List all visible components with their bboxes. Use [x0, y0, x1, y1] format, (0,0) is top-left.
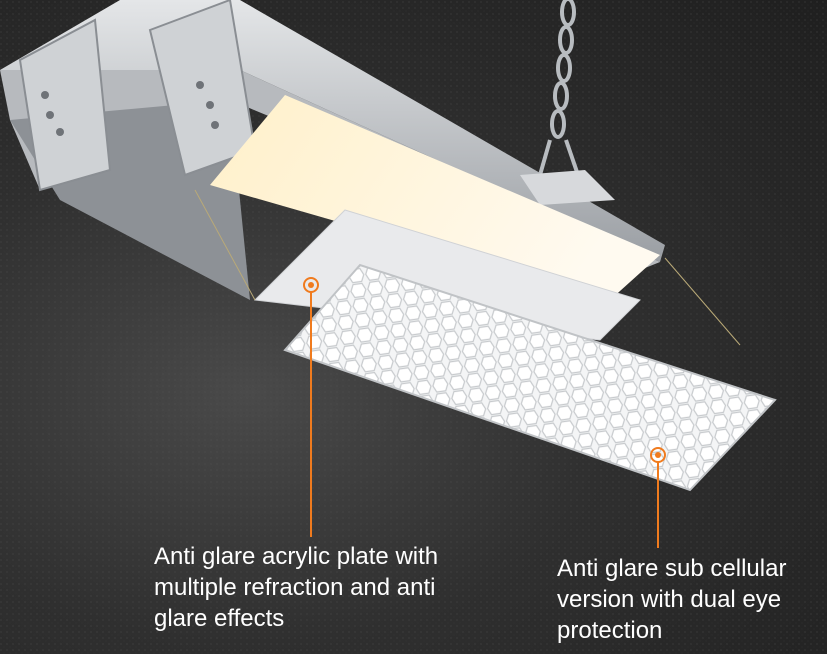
honeycomb-panel [283, 263, 777, 492]
callout-marker-cellular [650, 447, 666, 548]
guide-line [664, 257, 741, 346]
light-emitting-window [210, 95, 660, 300]
guide-line [194, 189, 256, 301]
callout-label-acrylic: Anti glare acrylic plate with multiple r… [154, 543, 439, 632]
callout-label-cellular: Anti glare sub cellular version with dua… [557, 555, 787, 644]
hanging-chain [538, 0, 580, 176]
callout-marker-acrylic [303, 277, 319, 537]
luminaire-housing [0, 0, 665, 300]
